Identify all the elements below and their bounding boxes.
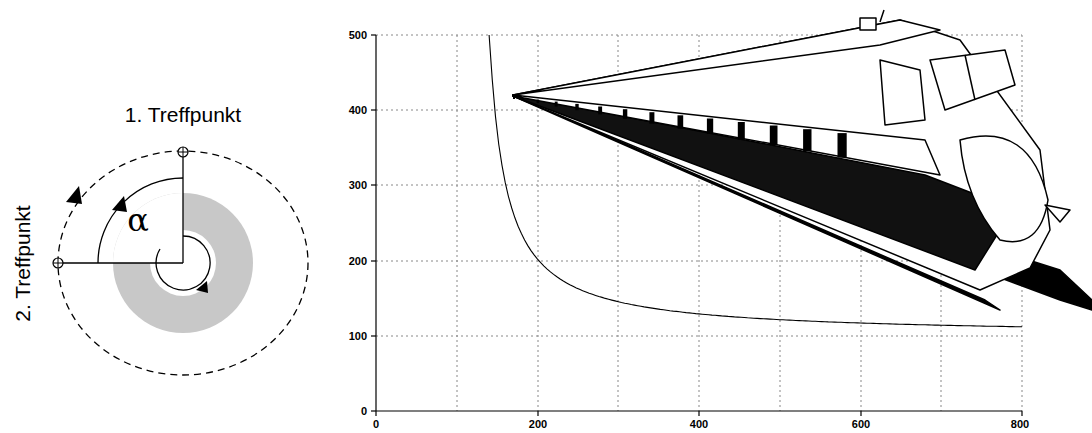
x-tick-label: 600 xyxy=(852,419,870,430)
train-window xyxy=(522,98,524,101)
angle-symbol: α xyxy=(127,204,149,236)
train-window xyxy=(513,97,515,99)
train-window xyxy=(555,102,558,107)
train-window xyxy=(838,133,847,158)
train-windows xyxy=(513,97,847,158)
x-tick-label: 200 xyxy=(529,419,547,430)
train-window xyxy=(707,119,713,135)
train-illustration xyxy=(513,10,1092,310)
point-label: 2. Treffpunkt xyxy=(12,205,33,321)
y-tick-label: 500 xyxy=(349,30,367,41)
y-tick-label: 400 xyxy=(349,105,367,116)
train-window xyxy=(537,100,540,104)
train-window xyxy=(623,109,627,119)
train-window xyxy=(770,126,778,146)
y-tick-label: 300 xyxy=(349,180,367,191)
train-window xyxy=(649,112,654,124)
train-window xyxy=(738,122,745,140)
train-window xyxy=(575,104,578,110)
x-tick-label: 800 xyxy=(1011,419,1029,430)
point-label: 1. Treffpunkt xyxy=(125,104,241,125)
x-tick-label: 400 xyxy=(690,419,708,430)
train-window xyxy=(598,107,602,115)
y-tick-label: 200 xyxy=(349,256,367,267)
y-tick-label: 0 xyxy=(361,406,367,417)
y-tick-label: 100 xyxy=(349,331,367,342)
train-window xyxy=(803,129,811,151)
x-tick-label: 0 xyxy=(373,419,379,430)
train-window xyxy=(678,115,684,128)
orbit-figure xyxy=(53,147,308,375)
